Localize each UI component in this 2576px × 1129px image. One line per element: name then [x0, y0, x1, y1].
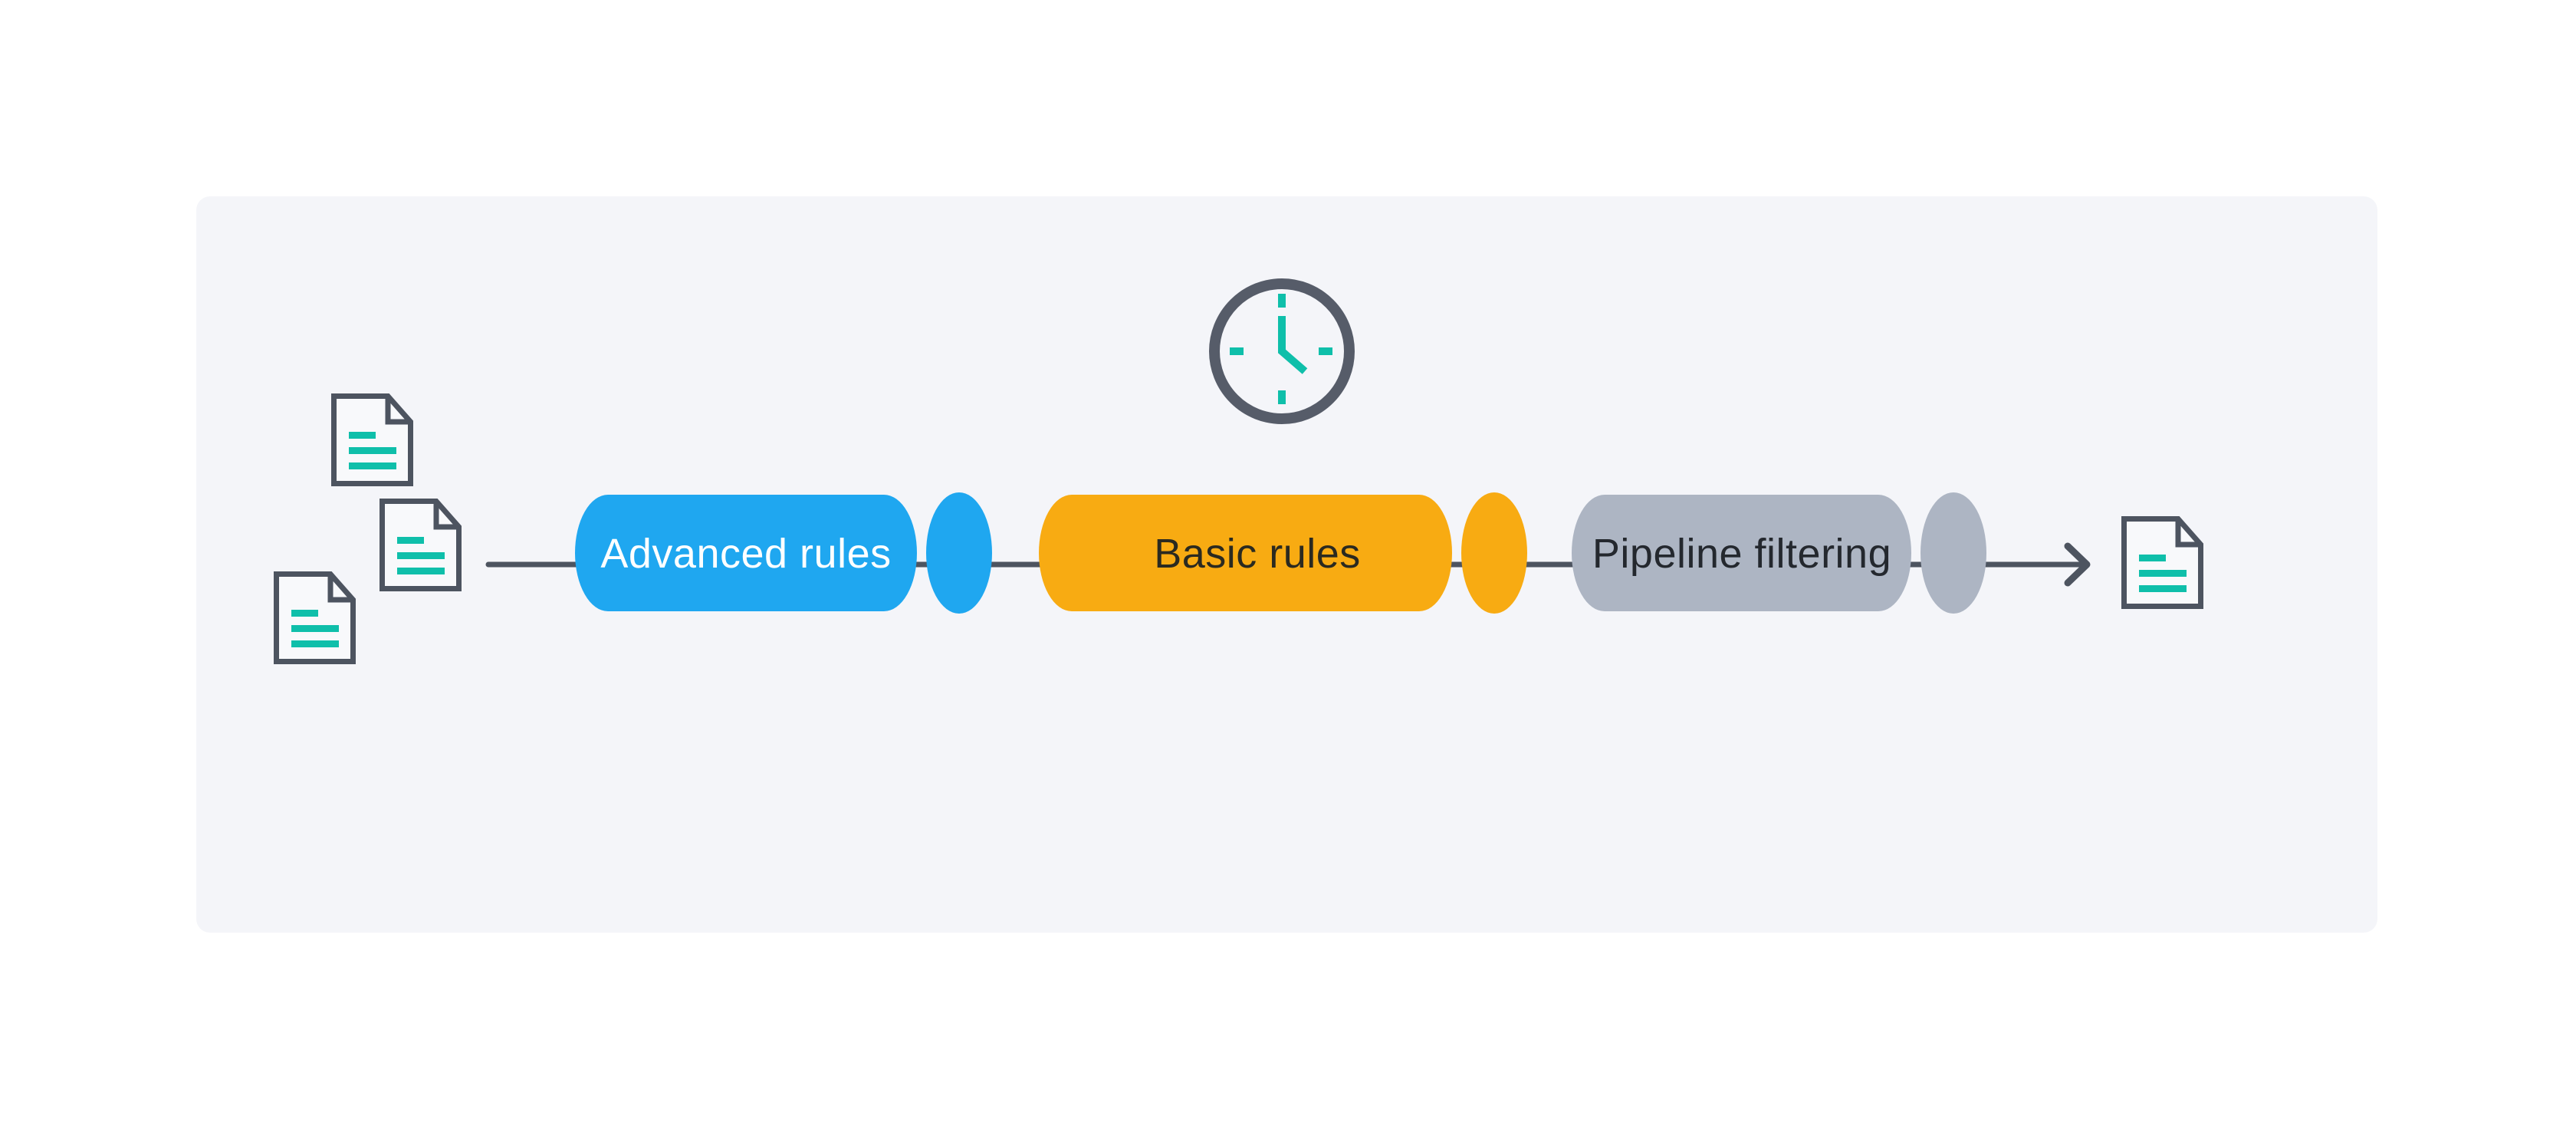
clock-tick-9: [1230, 347, 1244, 355]
cylinder-body: [1572, 495, 1911, 611]
arrowhead-icon: [2064, 542, 2091, 587]
stage-advanced-rules: Advanced rules: [575, 492, 992, 614]
document-text-line: [2139, 585, 2187, 592]
input-document-icon-2: [380, 499, 462, 591]
document-text-line: [349, 462, 396, 469]
document-outline: [380, 499, 462, 591]
document-fold: [433, 501, 459, 530]
input-document-icon-3: [274, 571, 356, 664]
clock-tick-3: [1319, 347, 1332, 355]
document-text-line: [397, 568, 445, 574]
document-text-line: [397, 537, 424, 544]
document-text-line: [2139, 555, 2166, 561]
document-outline: [274, 571, 356, 664]
stage-pipeline-filtering: Pipeline filtering: [1572, 492, 1986, 614]
stage-label: Advanced rules: [600, 531, 891, 577]
document-text-line: [2139, 570, 2187, 577]
clock-tick-6: [1278, 390, 1286, 404]
document-text-line: [291, 610, 318, 617]
document-outline: [331, 393, 413, 486]
document-fold: [327, 574, 353, 603]
clock-hands: [1278, 316, 1308, 374]
input-document-icon-1: [331, 393, 413, 486]
document-text-line: [291, 625, 339, 632]
document-text-line: [349, 432, 376, 439]
cylinder-cap: [1461, 492, 1527, 614]
stage-label: Pipeline filtering: [1592, 531, 1891, 577]
clock-tick-12: [1278, 294, 1286, 308]
document-fold: [2175, 518, 2201, 548]
output-document-icon: [2121, 516, 2203, 609]
document-text-line: [349, 447, 396, 454]
cylinder-cap: [926, 492, 992, 614]
cylinder-body: [1039, 495, 1452, 611]
clock-icon: [1209, 278, 1355, 424]
cylinder-cap: [1921, 492, 1986, 614]
clock-ring: [1209, 278, 1355, 424]
document-text-line: [397, 552, 445, 559]
document-fold: [385, 396, 411, 425]
cylinder-body: [575, 495, 917, 611]
document-outline: [2121, 516, 2203, 609]
stage-basic-rules: Basic rules: [1039, 492, 1527, 614]
document-text-line: [291, 640, 339, 647]
stage-label: Basic rules: [1154, 531, 1361, 577]
